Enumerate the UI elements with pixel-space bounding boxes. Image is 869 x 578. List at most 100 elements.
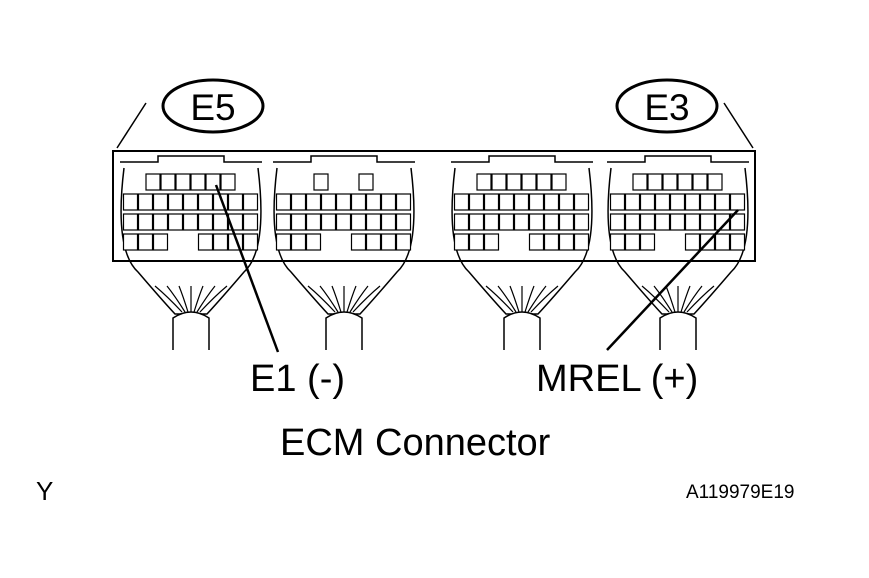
connector-pin — [395, 193, 412, 211]
connector-pin — [624, 193, 641, 211]
connector-pin — [242, 213, 259, 231]
wire-harness — [172, 311, 210, 350]
connector-pin — [528, 233, 545, 251]
connector-pin — [380, 233, 397, 251]
wire — [346, 285, 357, 313]
connector-pin — [699, 193, 716, 211]
pointer-e1 — [214, 184, 280, 353]
connector-pin — [729, 213, 746, 231]
connector-pin — [275, 213, 292, 231]
connector-pin — [543, 233, 560, 251]
connector-pin — [669, 193, 686, 211]
wire — [166, 285, 186, 313]
connector-pin — [313, 173, 329, 191]
wire-harness — [659, 311, 697, 350]
connector-pin — [468, 193, 485, 211]
connector-latch — [451, 155, 593, 163]
connector-pin — [639, 213, 656, 231]
connector-pin — [609, 193, 626, 211]
connector-pin — [275, 233, 292, 251]
connector-latch — [273, 155, 415, 163]
connector-pin — [365, 193, 382, 211]
connector-pin — [609, 233, 626, 251]
connector-pin — [305, 213, 322, 231]
label-mrel-pin: MREL (+) — [536, 358, 699, 400]
connector-pin — [729, 233, 746, 251]
connector-pin — [453, 193, 470, 211]
connector-pin — [573, 193, 590, 211]
connector-pin — [122, 193, 139, 211]
connector-pin — [707, 173, 723, 191]
connector-pin — [122, 233, 139, 251]
connector-pin — [335, 193, 352, 211]
connector-pin — [182, 213, 199, 231]
connector-pin — [654, 193, 671, 211]
connector-pin — [242, 193, 259, 211]
callout-e5: E5 — [116, 78, 265, 149]
connector-pin — [365, 213, 382, 231]
connector-pin — [536, 173, 552, 191]
connector-pin — [350, 213, 367, 231]
wire — [665, 285, 676, 313]
connector-pin — [692, 173, 708, 191]
wire — [485, 285, 514, 313]
wire — [530, 285, 559, 313]
wire — [319, 285, 339, 313]
wire — [307, 285, 336, 313]
connector-pin — [543, 213, 560, 231]
connector-pin — [395, 213, 412, 231]
connector-pin — [122, 213, 139, 231]
pointer-mrel — [606, 209, 739, 351]
connector-pin — [137, 213, 154, 231]
connector-pin — [639, 193, 656, 211]
wire — [178, 285, 189, 313]
label-e1-pin: E1 (-) — [250, 358, 345, 400]
wire — [680, 285, 691, 313]
wire — [199, 285, 228, 313]
connector-pin — [468, 233, 485, 251]
connector-block — [273, 155, 415, 350]
connector-pin — [491, 173, 507, 191]
connector-pin — [380, 193, 397, 211]
connector-pin — [483, 213, 500, 231]
wire — [683, 285, 703, 313]
connector-pin — [729, 193, 746, 211]
connector-housing — [112, 150, 756, 262]
connector-pin — [290, 213, 307, 231]
connector-pin — [684, 233, 701, 251]
connector-pin — [395, 233, 412, 251]
diagram-title: ECM Connector — [280, 422, 551, 464]
connector-pin — [152, 193, 169, 211]
connector-pin — [543, 193, 560, 211]
connector-pin — [137, 193, 154, 211]
callout-e3: E3 — [615, 78, 754, 149]
wire — [653, 285, 673, 313]
connector-pin — [182, 193, 199, 211]
connector-pin — [335, 213, 352, 231]
connector-block — [607, 155, 749, 350]
connector-pin — [380, 213, 397, 231]
wire — [527, 285, 547, 313]
connector-pin — [647, 173, 663, 191]
connector-pin — [654, 213, 671, 231]
figure-id: A119979E19 — [686, 482, 795, 503]
connector-pin — [551, 173, 567, 191]
connector-pin — [227, 193, 244, 211]
connector-pin — [662, 173, 678, 191]
wire — [509, 285, 520, 313]
connector-pin — [624, 233, 641, 251]
connector-pin — [453, 213, 470, 231]
connector-pin — [358, 173, 374, 191]
connector-pin — [669, 213, 686, 231]
connector-pin — [513, 193, 530, 211]
connector-pin — [175, 173, 191, 191]
connector-pin — [714, 213, 731, 231]
wire — [352, 285, 381, 313]
connector-pin — [632, 173, 648, 191]
connector-pin — [573, 233, 590, 251]
connector-pin — [639, 233, 656, 251]
wire — [497, 285, 517, 313]
connector-pin — [167, 213, 184, 231]
label-e3: E3 — [644, 87, 689, 128]
connector-pin — [290, 193, 307, 211]
